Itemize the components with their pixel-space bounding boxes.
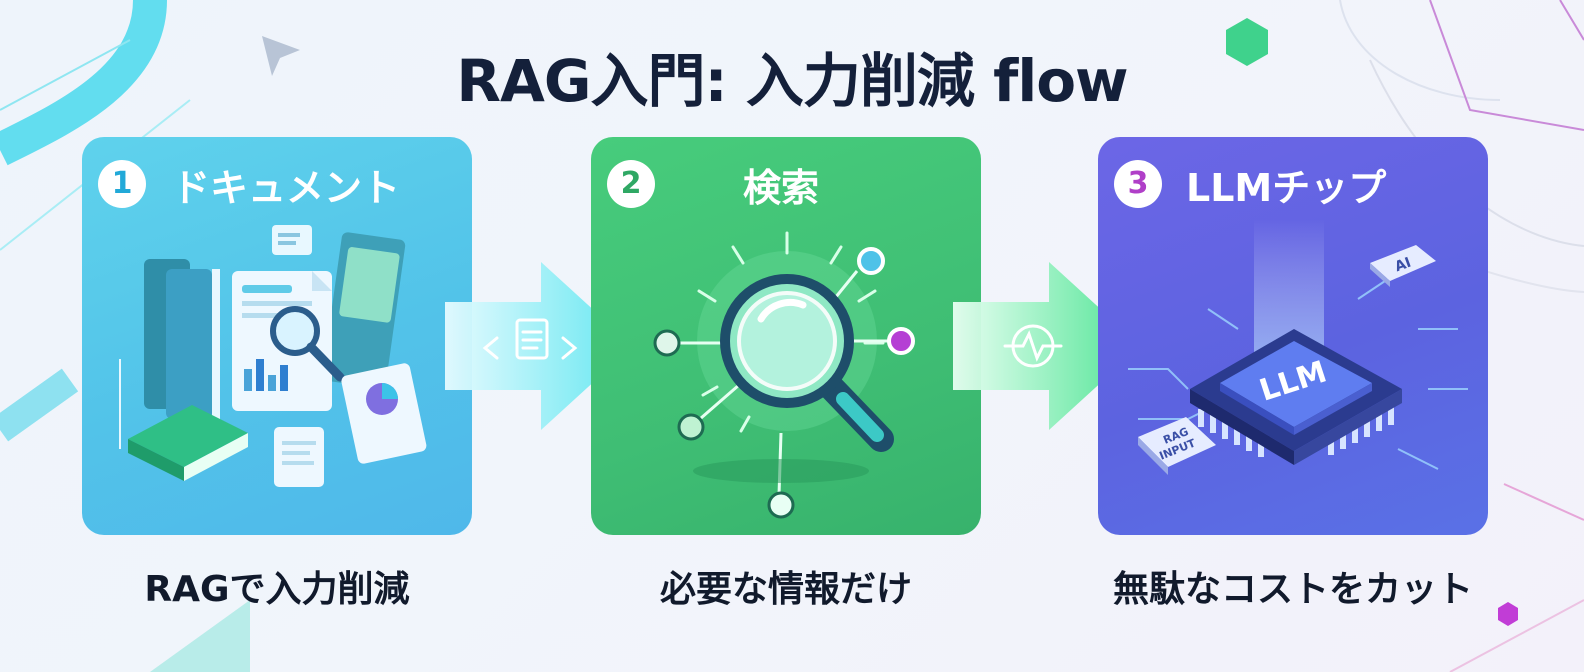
step-title: ドキュメント bbox=[172, 165, 401, 210]
document-transfer-icon bbox=[482, 318, 578, 360]
magnifier-icon bbox=[653, 231, 915, 519]
flow-arrow-2 bbox=[953, 262, 1141, 430]
step-caption-3: 無駄なコストをカット bbox=[1112, 569, 1473, 610]
step-card-documents: 1 ドキュメント bbox=[82, 137, 472, 535]
step-caption-2: 必要な情報だけ bbox=[659, 569, 912, 610]
page-title: RAG入門: 入力削減 flow bbox=[456, 47, 1128, 115]
pulse-icon bbox=[1003, 324, 1063, 368]
flow-arrow-1 bbox=[445, 262, 633, 430]
step-title: 検索 bbox=[743, 165, 820, 210]
ai-tag-label: AI bbox=[1393, 255, 1414, 276]
chip-icon: LLM AI RAG INPUT bbox=[1128, 219, 1468, 475]
step-card-search: 2 検索 bbox=[591, 137, 981, 535]
step-header: 3 LLMチップ bbox=[1114, 159, 1387, 210]
documents-illustration-icon bbox=[119, 225, 427, 487]
step-number-badge: 1 bbox=[98, 160, 146, 208]
step-number-badge: 2 bbox=[607, 160, 655, 208]
step-header: 2 検索 bbox=[607, 159, 820, 210]
step-card-llm-chip: 3 LLMチップ bbox=[1098, 137, 1488, 535]
step-title: LLMチップ bbox=[1186, 165, 1387, 210]
step-header: 1 ドキュメント bbox=[98, 159, 401, 210]
step-number-badge: 3 bbox=[1114, 160, 1162, 208]
step-caption-1: RAGで入力削減 bbox=[144, 569, 410, 610]
